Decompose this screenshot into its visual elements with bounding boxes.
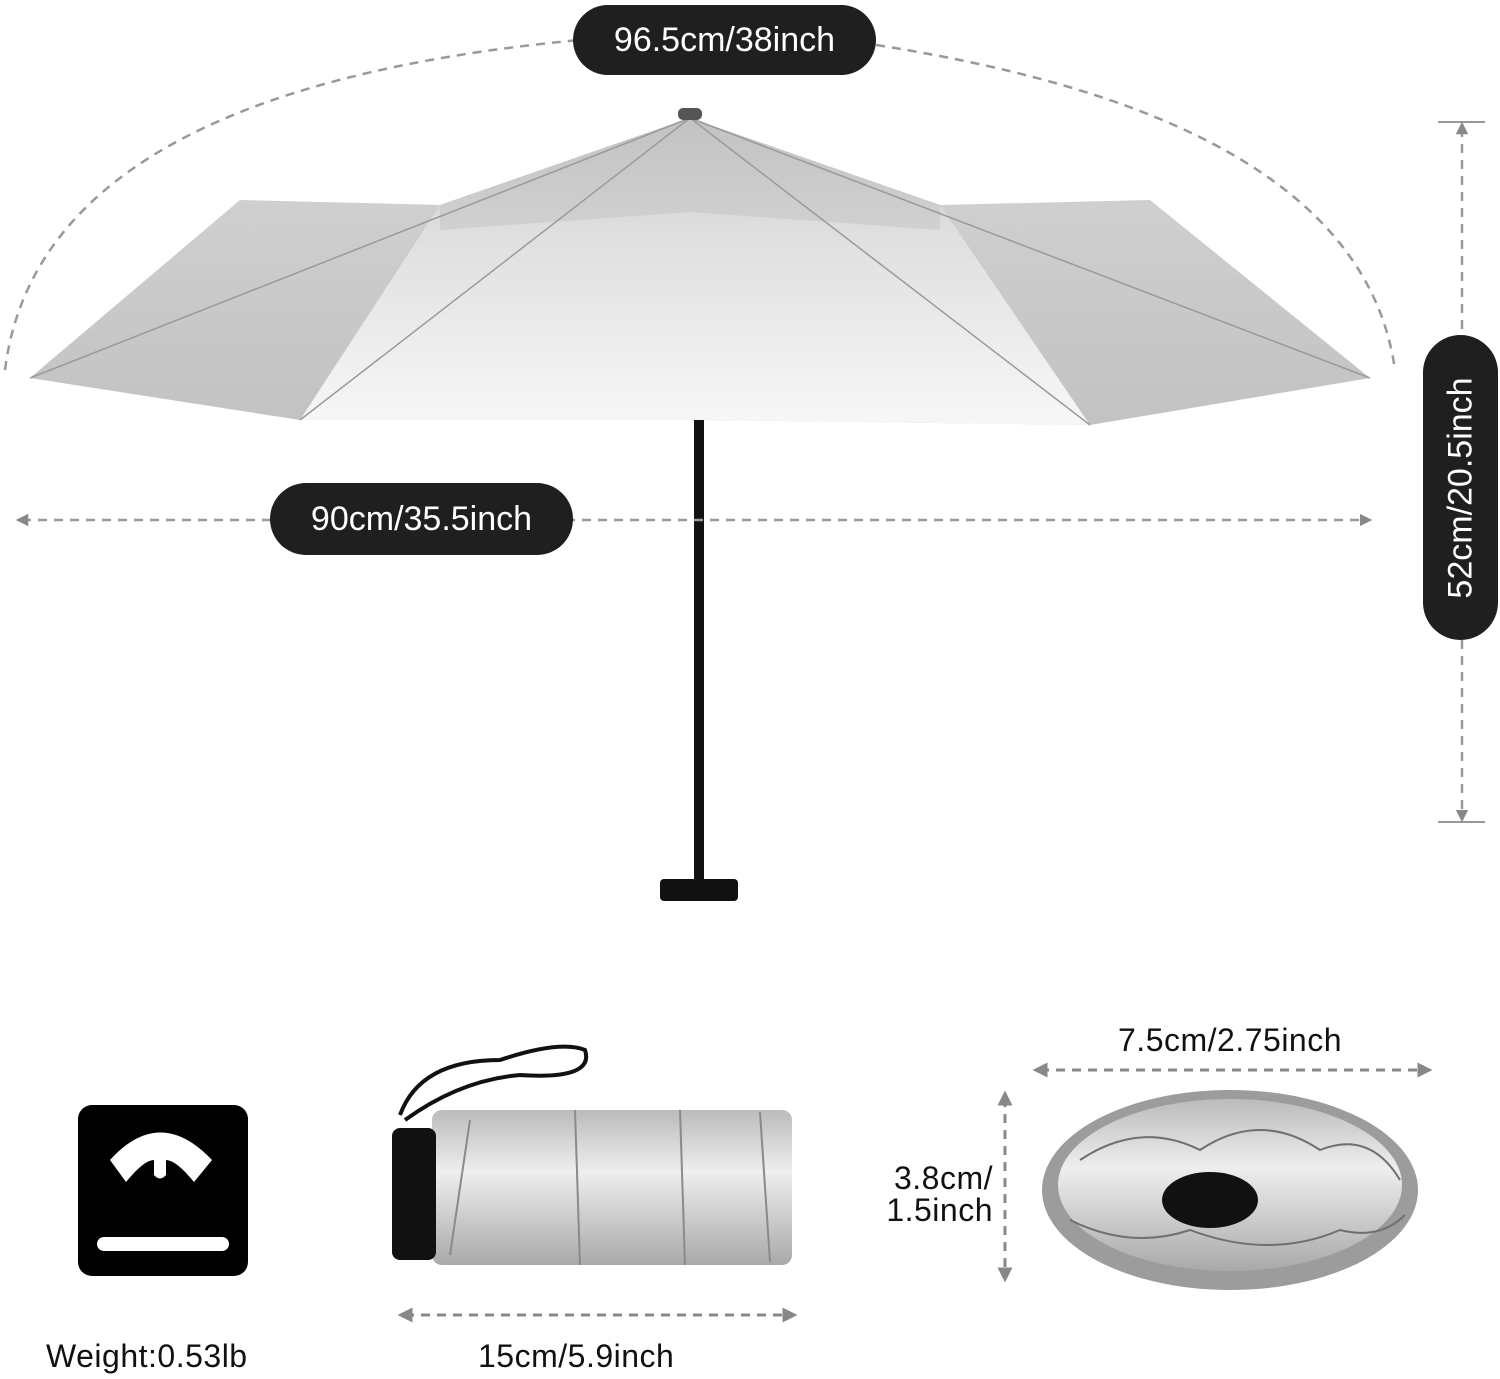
folded-thickness-line1: 3.8cm/: [893, 1160, 993, 1196]
arc-dimension-line: [3, 38, 1397, 371]
height-pill: 52cm/20.5inch: [1423, 335, 1498, 640]
scale-icon: [78, 1105, 248, 1276]
folded-umbrella: [392, 1044, 792, 1266]
folded-width-label: 7.5cm/2.75inch: [1118, 1022, 1343, 1058]
folded-length-label: 15cm/5.9inch: [478, 1338, 675, 1374]
umbrella-canopy: [29, 108, 1371, 426]
folded-thickness-label: 3.8cm/ 1.5inch: [875, 1162, 993, 1226]
height-label: 52cm/20.5inch: [1441, 376, 1479, 599]
umbrella-handle: [660, 879, 738, 901]
diameter-label: 90cm/35.5inch: [270, 483, 573, 555]
arc-length-label: 96.5cm/38inch: [573, 5, 876, 75]
weight-label: Weight:0.53lb: [46, 1338, 248, 1374]
folded-thickness-line2: 1.5inch: [886, 1192, 993, 1228]
umbrella-shaft: [694, 420, 704, 882]
folded-umbrella-end-view: [1042, 1090, 1418, 1290]
